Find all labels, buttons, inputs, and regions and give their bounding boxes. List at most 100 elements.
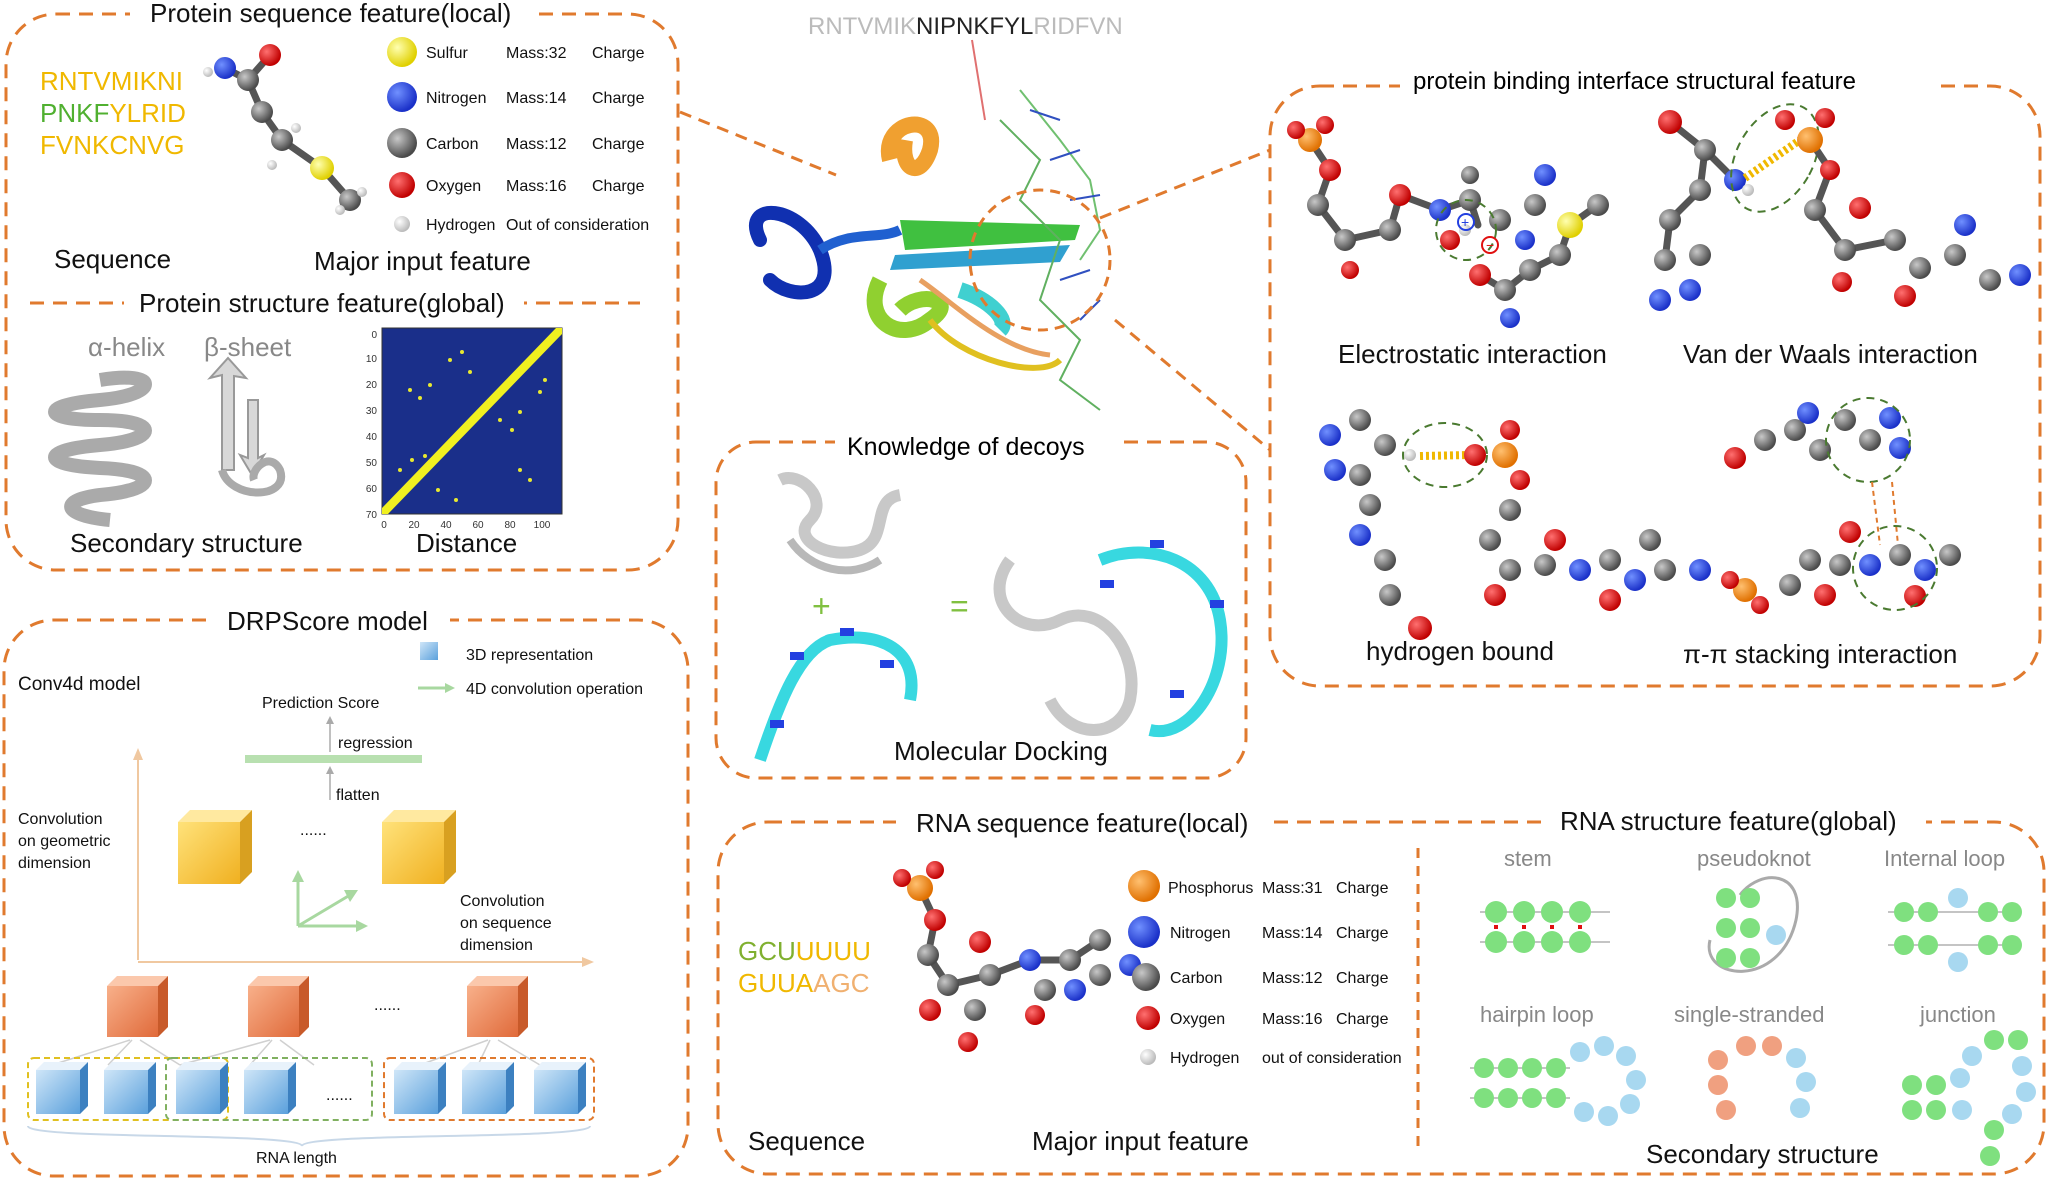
- protein-global-title: Protein structure feature(global): [139, 288, 505, 318]
- rna-sequence-label: Sequence: [748, 1126, 865, 1156]
- alpha-helix-icon: [48, 370, 152, 527]
- stacking-molecule-illustration: [1721, 397, 1961, 614]
- protein-sequence-text: RNTVMIKNI PNKFYLRID FVNKCNVG: [40, 66, 186, 160]
- protein-atom-legend: Sulfur Mass:32 Charge Nitrogen Mass:14 C…: [387, 37, 649, 234]
- top-sequence: RNTVMIKNIPNKFYLRIDFVN: [808, 13, 1123, 40]
- svg-text:Charge: Charge: [1336, 880, 1389, 897]
- svg-text:PNKFYLRID: PNKFYLRID: [40, 98, 186, 128]
- electrostatic-molecule-illustration: + −: [1287, 116, 1609, 328]
- svg-text:Carbon: Carbon: [426, 136, 478, 153]
- vdw-label: Van der Waals interaction: [1683, 339, 1978, 369]
- legend-3d-icon: [420, 642, 438, 660]
- junction-motif-icon: [1902, 1030, 2036, 1166]
- rna-length-label: RNA length: [256, 1150, 337, 1167]
- stem-motif-icon: [1480, 901, 1610, 953]
- orange-cube: [467, 976, 528, 1037]
- connector-line: [679, 110, 837, 177]
- svg-text:out of consideration: out of consideration: [1262, 1050, 1402, 1067]
- svg-text:0: 0: [381, 520, 387, 531]
- motif-single-stranded-label: single-stranded: [1674, 1002, 1824, 1027]
- motif-stem-label: stem: [1504, 846, 1552, 871]
- yellow-cube: [382, 810, 456, 884]
- svg-text:Sulfur: Sulfur: [426, 45, 468, 62]
- distance-label: Distance: [416, 528, 517, 558]
- single-stranded-motif-icon: [1708, 1036, 1816, 1120]
- svg-text:Mass:31: Mass:31: [1262, 880, 1323, 897]
- rna-length-brace: [27, 1125, 591, 1147]
- decoys-title: Knowledge of decoys: [847, 433, 1085, 461]
- svg-text:Charge: Charge: [592, 178, 645, 195]
- alpha-helix-label: α-helix: [88, 332, 165, 362]
- plus-sign: +: [812, 588, 831, 624]
- geo-conv-line2: on geometric: [18, 833, 111, 850]
- blue-cube: [176, 1062, 228, 1114]
- svg-text:0: 0: [371, 330, 377, 341]
- legend-4d-text: 4D convolution operation: [466, 681, 643, 698]
- svg-text:Oxygen: Oxygen: [1170, 1011, 1225, 1028]
- svg-text:−: −: [1486, 237, 1494, 253]
- svg-text:Oxygen: Oxygen: [426, 178, 481, 195]
- pseudoknot-motif-icon: [1707, 876, 1799, 973]
- protein-local-title: Protein sequence feature(local): [150, 0, 511, 28]
- conv4d-label: Conv4d model: [18, 674, 141, 695]
- hbond-molecule-illustration: [1319, 409, 1711, 640]
- beta-sheet-icon: [207, 356, 286, 497]
- electrostatic-label: Electrostatic interaction: [1338, 339, 1607, 369]
- phosphorus-atom-icon: [1128, 870, 1160, 902]
- docking-complex-illustration: [993, 540, 1228, 738]
- carbon-atom-icon: [1132, 963, 1160, 991]
- prediction-score-label: Prediction Score: [262, 695, 379, 712]
- carbon-atom-icon: [387, 128, 417, 158]
- hairpin-loop-motif-icon: [1470, 1036, 1646, 1126]
- connector-line: [1114, 318, 1271, 452]
- rna-panel: [716, 820, 2046, 1176]
- window-group-green: [165, 1057, 373, 1121]
- 4d-axes-icon: [292, 870, 368, 932]
- seq-conv-line1: Convolution: [460, 893, 545, 910]
- svg-text:Mass:12: Mass:12: [1262, 970, 1323, 987]
- svg-text:Charge: Charge: [592, 136, 645, 153]
- ellipsis-bottom: ......: [326, 1087, 353, 1104]
- hydrogen-atom-icon: [394, 216, 410, 232]
- svg-text:GUUAAGC: GUUAAGC: [738, 968, 869, 998]
- rna-strand-line: [971, 39, 986, 121]
- svg-text:GCUUUUU: GCUUUUU: [738, 936, 871, 966]
- svg-text:Charge: Charge: [1336, 925, 1389, 942]
- methionine-molecule-illustration: [203, 44, 367, 215]
- svg-text:Nitrogen: Nitrogen: [426, 90, 486, 107]
- legend-4d-arrowhead: [445, 683, 455, 693]
- svg-text:Hydrogen: Hydrogen: [426, 217, 495, 234]
- flatten-label: flatten: [336, 787, 380, 804]
- svg-text:Carbon: Carbon: [1170, 970, 1222, 987]
- svg-text:60: 60: [472, 520, 484, 531]
- conv-connectors: [51, 1039, 541, 1066]
- nitrogen-atom-icon: [387, 82, 417, 112]
- blue-cube: [534, 1062, 586, 1114]
- svg-text:Mass:12: Mass:12: [506, 136, 567, 153]
- motif-internal-loop-label: Internal loop: [1884, 846, 2005, 871]
- protein-sequence-label: Sequence: [54, 244, 171, 274]
- svg-text:Phosphorus: Phosphorus: [1168, 880, 1253, 897]
- svg-text:10: 10: [366, 354, 378, 365]
- svg-text:Charge: Charge: [592, 45, 645, 62]
- svg-text:Charge: Charge: [1336, 1011, 1389, 1028]
- window-group-orange: [383, 1057, 595, 1121]
- interface-title: protein binding interface structural fea…: [1413, 68, 1856, 95]
- rna-secondary-structure-label: Secondary structure: [1646, 1139, 1879, 1169]
- rna-atom-legend: Phosphorus Mass:31 Charge Nitrogen Mass:…: [1128, 870, 1402, 1067]
- blue-cube: [462, 1062, 514, 1114]
- oxygen-atom-icon: [389, 172, 415, 198]
- geo-conv-line3: dimension: [18, 855, 91, 872]
- beta-sheet-label: β-sheet: [204, 332, 292, 362]
- svg-text:Hydrogen: Hydrogen: [1170, 1050, 1239, 1067]
- svg-text:Mass:14: Mass:14: [1262, 925, 1323, 942]
- regression-label: regression: [338, 735, 413, 752]
- seq-conv-line2: on sequence: [460, 915, 552, 932]
- svg-text:30: 30: [366, 406, 378, 417]
- svg-text:Charge: Charge: [592, 90, 645, 107]
- connector-line: [1099, 148, 1271, 220]
- svg-text:80: 80: [504, 520, 516, 531]
- internal-loop-motif-icon: [1888, 888, 2022, 972]
- svg-text:Mass:16: Mass:16: [506, 178, 567, 195]
